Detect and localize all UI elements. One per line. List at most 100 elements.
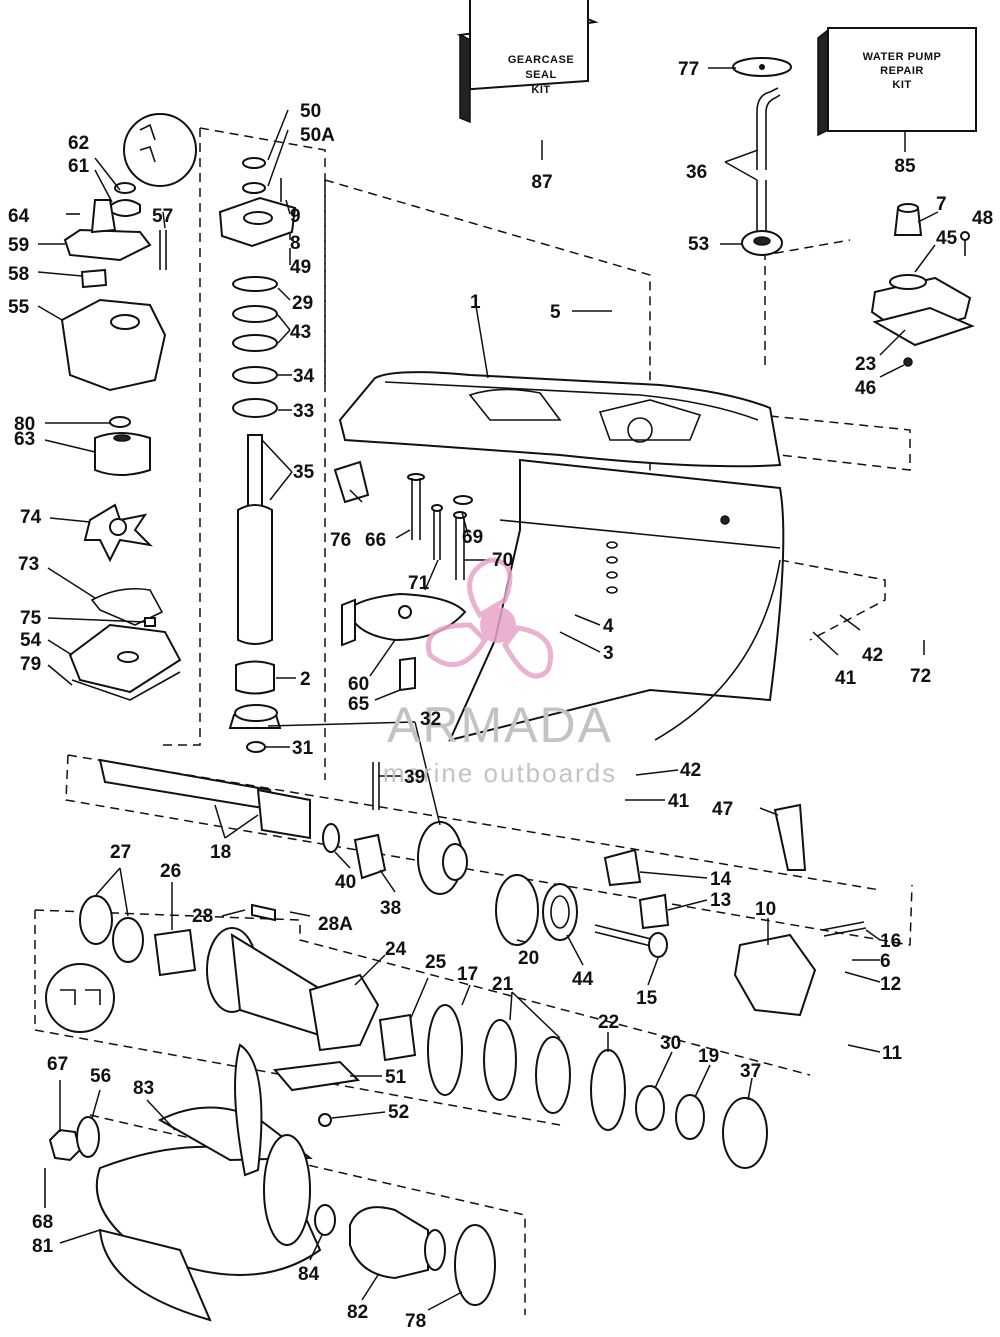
svg-text:SEAL: SEAL [525, 69, 556, 81]
callout-72: 72 [910, 666, 931, 687]
callout-75: 75 [20, 608, 42, 629]
callout-82: 82 [347, 1302, 368, 1323]
callout-3: 3 [603, 643, 614, 664]
callout-46: 46 [855, 378, 876, 399]
callout-1: 1 [470, 292, 481, 313]
callout-73: 73 [18, 554, 39, 575]
callout-48: 48 [972, 208, 993, 229]
callout-42b: 42 [680, 760, 701, 781]
upper-right-cover-parts [870, 203, 975, 367]
callout-30: 30 [660, 1033, 681, 1054]
callout-labels: 87 85 1 5 77 36 53 7 48 45 23 46 50 50A … [8, 59, 993, 1332]
callout-28a: 28A [318, 914, 353, 935]
callout-58: 58 [8, 264, 29, 285]
driveshaft-parts [218, 157, 297, 753]
callout-57: 57 [152, 206, 173, 227]
seal-detail-circle [123, 113, 197, 187]
callout-15: 15 [636, 988, 658, 1009]
callout-52: 52 [388, 1102, 409, 1123]
callout-38: 38 [380, 898, 401, 919]
callout-49: 49 [290, 257, 311, 278]
callout-87: 87 [531, 172, 552, 193]
callout-13: 13 [710, 890, 731, 911]
callout-11: 11 [882, 1043, 903, 1064]
callout-17: 17 [457, 964, 478, 985]
callout-7: 7 [936, 194, 947, 215]
callout-61: 61 [68, 156, 90, 177]
callout-41a: 41 [835, 668, 857, 689]
callout-25: 25 [425, 952, 447, 973]
seal-detail-circle-lower [45, 963, 115, 1033]
callout-53: 53 [688, 234, 709, 255]
watermark-brand: ARMADA [387, 697, 613, 753]
callout-81: 81 [32, 1236, 54, 1257]
callout-22: 22 [598, 1012, 619, 1033]
callout-83: 83 [133, 1078, 154, 1099]
housing-bolts [333, 460, 473, 692]
callout-43: 43 [290, 322, 311, 343]
water-tube-assembly [732, 57, 792, 256]
callout-16: 16 [880, 931, 901, 952]
svg-text:WATER PUMP: WATER PUMP [863, 51, 942, 63]
propeller-logo-icon [426, 557, 554, 679]
callout-60: 60 [348, 674, 369, 695]
callout-24: 24 [385, 939, 407, 960]
callout-55: 55 [8, 297, 30, 318]
callout-40: 40 [335, 872, 356, 893]
callout-18: 18 [210, 842, 231, 863]
callout-9: 9 [290, 206, 301, 227]
callout-51: 51 [385, 1067, 407, 1088]
lower-gear-housing [338, 371, 785, 742]
callout-19: 19 [698, 1046, 719, 1067]
callout-5: 5 [550, 302, 561, 323]
propeller-parts [44, 1043, 496, 1322]
callout-68: 68 [32, 1212, 53, 1233]
callout-66: 66 [365, 530, 386, 551]
callout-44: 44 [572, 969, 594, 990]
callout-37: 37 [740, 1061, 761, 1082]
callout-28: 28 [192, 906, 213, 927]
callout-45: 45 [936, 228, 958, 249]
callout-62: 62 [68, 133, 89, 154]
callout-14: 14 [710, 869, 732, 890]
callout-32: 32 [420, 709, 441, 730]
svg-text:KIT: KIT [531, 84, 550, 96]
callout-84: 84 [298, 1264, 320, 1285]
callout-4: 4 [603, 616, 614, 637]
watermark-tagline: marine outboards [383, 758, 617, 788]
callout-33: 33 [293, 401, 314, 422]
callout-41b: 41 [668, 791, 690, 812]
callout-20: 20 [518, 948, 539, 969]
callout-56: 56 [90, 1066, 111, 1087]
callout-10: 10 [755, 899, 776, 920]
callout-31: 31 [292, 738, 314, 759]
propeller-shaft-parts [98, 758, 867, 1017]
callout-26: 26 [160, 861, 181, 882]
callout-42a: 42 [862, 645, 883, 666]
water-pump-parts [60, 113, 197, 701]
gearcase-seal-kit-box: GEARCASE SEAL KIT [456, 0, 599, 160]
callout-12: 12 [880, 974, 901, 995]
callout-85: 85 [894, 156, 916, 177]
callout-50: 50 [300, 101, 321, 122]
callout-80: 80 [14, 414, 35, 435]
callout-77: 77 [678, 59, 699, 80]
callout-27: 27 [110, 842, 131, 863]
leader-lines [37, 67, 939, 1311]
callout-54: 54 [20, 630, 42, 651]
callout-39: 39 [404, 767, 425, 788]
callout-79: 79 [20, 654, 41, 675]
callout-36: 36 [686, 162, 707, 183]
callout-34: 34 [293, 366, 315, 387]
callout-2: 2 [300, 669, 311, 690]
callout-63: 63 [14, 429, 35, 450]
callout-65: 65 [348, 694, 370, 715]
callout-47: 47 [712, 799, 733, 820]
callout-29: 29 [292, 293, 313, 314]
callout-6: 6 [880, 951, 891, 972]
svg-text:REPAIR: REPAIR [880, 65, 924, 77]
callout-59: 59 [8, 235, 29, 256]
water-pump-repair-kit-box: WATER PUMP REPAIR KIT [817, 27, 977, 152]
callout-21: 21 [492, 974, 514, 995]
